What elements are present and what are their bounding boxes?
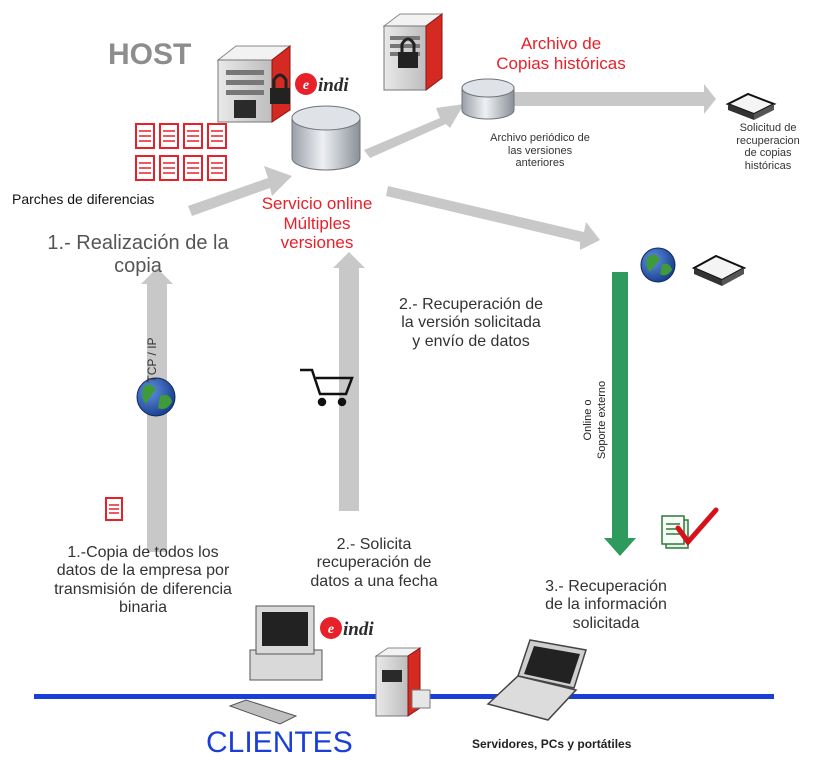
- service-database-icon: [291, 105, 361, 171]
- step2-recovery-line-2: la versión solicitada: [401, 314, 541, 332]
- historical-request-line-3: de copias: [744, 147, 792, 160]
- host-server-icon: [216, 44, 292, 123]
- document-icon: [105, 497, 123, 521]
- svg-text:indi: indi: [343, 619, 374, 640]
- step3-desc-line-2: de la información: [545, 596, 667, 614]
- svg-text:e: e: [328, 622, 334, 637]
- step3-desc-line-3: solicitada: [572, 614, 640, 632]
- archive-periodic-line-3: anteriores: [515, 157, 565, 170]
- archive-periodic-line-2: las versiones: [507, 144, 573, 157]
- service-line-2: Múltiples: [283, 213, 351, 233]
- arrow-tcp-upload: [141, 268, 173, 552]
- devices-label: Servidores, PCs y portátiles: [472, 737, 632, 751]
- step2-recovery-label: 2.- Recuperación de la versión solicitad…: [366, 296, 576, 351]
- laptop-icon: [486, 639, 587, 721]
- step1-title: 1.- Realización de la copia: [8, 232, 268, 278]
- step1-desc-line-2: datos de la empresa por: [56, 562, 230, 580]
- archive-database-icon: [461, 78, 515, 120]
- arrow-request: [333, 252, 365, 511]
- external-disk-icon: [691, 254, 747, 286]
- shopping-cart-icon: [300, 368, 354, 407]
- svg-text:indi: indi: [318, 75, 349, 96]
- service-line-1: Servicio online: [261, 194, 373, 213]
- svg-text:e: e: [303, 78, 309, 93]
- step1-title-line-2: copia: [114, 255, 162, 277]
- historical-request-line-2: recuperacion: [736, 134, 800, 147]
- patch-document: [183, 155, 203, 181]
- tcp-label: TCP / IP: [145, 337, 159, 382]
- historical-request-label: Solicitud de recuperacion de copias hist…: [718, 122, 818, 173]
- online-label-2: Soporte externo: [596, 381, 608, 459]
- step3-description: 3.- Recuperación de la información solic…: [506, 578, 706, 633]
- step2-desc-line-3: datos a una fecha: [310, 572, 438, 590]
- patch-document: [207, 123, 227, 149]
- patches-label: Parches de diferencias: [12, 191, 155, 207]
- step1-title-line-1: 1.- Realización de la: [47, 232, 229, 254]
- desktop-computer-icon: [228, 605, 323, 725]
- arrow-archive-to-request: [514, 84, 716, 114]
- step2-recovery-line-1: 2.- Recuperación de: [398, 296, 544, 313]
- step1-desc-line-4: binaria: [118, 599, 168, 617]
- archive-title: Archivo de Copias históricas: [486, 34, 636, 73]
- historical-request-line-1: Solicitud de: [739, 122, 797, 134]
- external-globe-icon: [640, 247, 676, 283]
- archive-periodic-label: Archivo periódico de las versiones anter…: [460, 132, 620, 170]
- step1-desc-line-3: transmisión de diferencia: [54, 580, 232, 598]
- host-title: HOST: [108, 38, 192, 71]
- patch-document: [135, 123, 155, 149]
- client-server-icon: [374, 647, 431, 717]
- patch-documents-icon: [135, 123, 227, 181]
- lock-icon: [270, 73, 290, 104]
- step1-desc-line-1: 1.-Copia de todos los: [67, 544, 219, 561]
- archive-title-line-1: Archivo de: [520, 34, 602, 53]
- archive-title-line-2: Copias históricas: [496, 53, 626, 73]
- step2-description: 2.- Solicita recuperación de datos a una…: [286, 536, 462, 591]
- archive-lock-icon: [398, 37, 418, 68]
- step2-desc-line-1: 2.- Solicita: [336, 536, 412, 553]
- service-line-3: versiones: [280, 233, 354, 253]
- brand-logo: e indi: [295, 73, 349, 96]
- patch-document: [159, 155, 179, 181]
- client-brand-logo: e indi: [320, 617, 374, 640]
- arrow-patches-to-service: [188, 166, 292, 216]
- clients-title: CLIENTES: [206, 726, 353, 759]
- patch-document: [135, 155, 155, 181]
- globe-icon: [136, 377, 176, 417]
- step2-recovery-line-3: y envío de datos: [412, 332, 530, 350]
- step3-desc-line-1: 3.- Recuperación: [545, 578, 667, 595]
- service-label: Servicio online Múltiples versiones: [242, 194, 392, 253]
- arrow-service-to-archive: [364, 104, 464, 158]
- arrow-external-delivery: [604, 272, 636, 556]
- patch-document: [159, 123, 179, 149]
- online-label-1: Online o: [582, 400, 594, 441]
- media-disk-icon: [725, 92, 777, 120]
- checked-document-icon: [661, 507, 719, 549]
- arrow-service-to-external: [386, 186, 600, 250]
- historical-request-line-4: históricas: [744, 159, 792, 172]
- archive-periodic-line-1: Archivo periódico de: [490, 132, 590, 144]
- step2-desc-line-2: recuperación de: [316, 554, 432, 572]
- step1-description: 1.-Copia de todos los datos de la empres…: [18, 544, 268, 618]
- patch-document: [183, 123, 203, 149]
- patch-document: [207, 155, 227, 181]
